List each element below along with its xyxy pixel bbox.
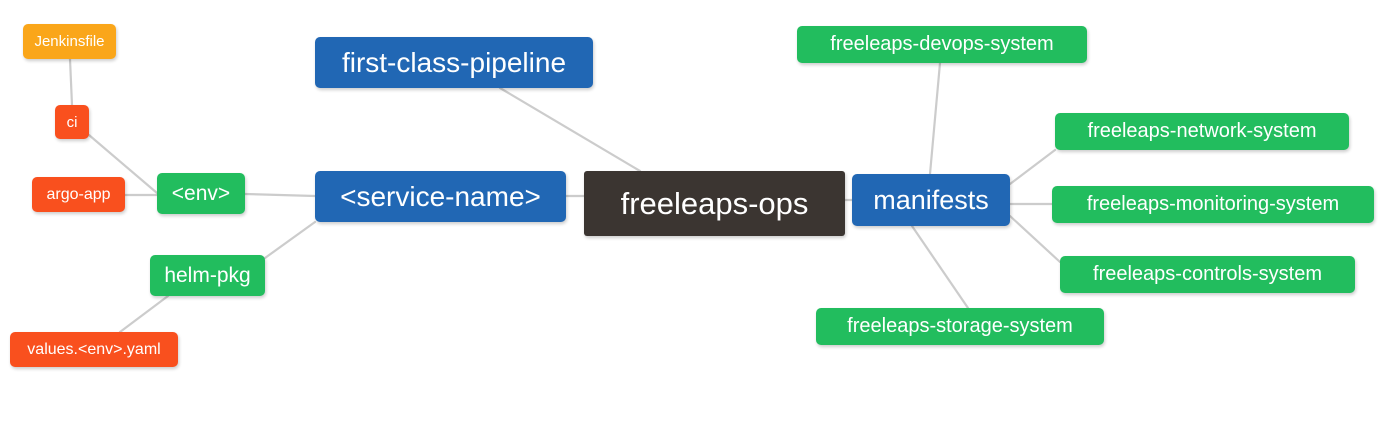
- node-manifests[interactable]: manifests: [852, 174, 1010, 226]
- edge-manifests-to-storage: [910, 224, 970, 310]
- node-values-yaml[interactable]: values.<env>.yaml: [10, 332, 178, 367]
- node-pipeline[interactable]: first-class-pipeline: [315, 37, 593, 88]
- edge-manifests-to-devops: [928, 61, 942, 176]
- node-devops[interactable]: freeleaps-devops-system: [797, 26, 1087, 63]
- node-root[interactable]: freeleaps-ops: [584, 171, 845, 236]
- edge-pipeline-to-root: [498, 86, 642, 173]
- node-helm-pkg[interactable]: helm-pkg: [150, 255, 265, 296]
- node-controls[interactable]: freeleaps-controls-system: [1060, 256, 1355, 293]
- node-argo-app[interactable]: argo-app: [32, 177, 125, 212]
- node-env[interactable]: <env>: [157, 173, 245, 214]
- edge-helm-pkg-to-values-yaml: [118, 294, 170, 334]
- node-monitoring[interactable]: freeleaps-monitoring-system: [1052, 186, 1374, 223]
- node-network[interactable]: freeleaps-network-system: [1055, 113, 1349, 150]
- node-jenkinsfile[interactable]: Jenkinsfile: [23, 24, 116, 59]
- edge-jenkinsfile-to-ci: [68, 57, 74, 107]
- edge-service-name-to-helm-pkg: [263, 220, 317, 260]
- node-service-name[interactable]: <service-name>: [315, 171, 566, 222]
- edge-manifests-to-network: [1008, 148, 1057, 186]
- edge-env-to-service-name: [243, 192, 317, 198]
- edge-manifests-to-controls: [1008, 214, 1062, 264]
- node-ci[interactable]: ci: [55, 105, 89, 139]
- node-storage[interactable]: freeleaps-storage-system: [816, 308, 1104, 345]
